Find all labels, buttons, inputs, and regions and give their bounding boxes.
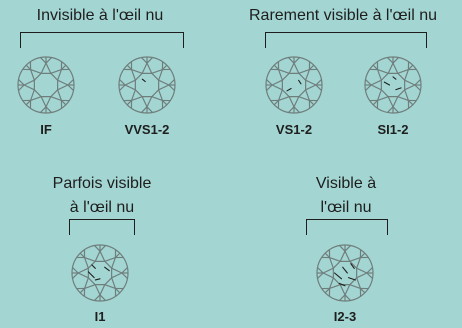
group-title-line: à l'œil nu [69,199,135,216]
inclusion-mark [350,263,355,269]
inclusion-mark [392,76,397,80]
diamond-icon-si [364,56,422,114]
group-title-line: Rarement visible à l'œil nu [248,7,437,24]
group-bracket [265,32,427,48]
inclusion-mark [141,78,146,83]
inclusion-mark [342,266,348,274]
grade-label-if: IF [40,122,52,137]
group-bracket [20,32,184,48]
inclusion-mark [94,278,101,281]
inclusion-mark [286,87,292,92]
grade-label-i1: I1 [94,309,106,324]
group-title-visible: Visible à l'œil nu [246,174,446,218]
group-title-line: Visible à [315,175,377,192]
inclusion-mark [87,271,95,279]
inclusion-mark [383,81,391,86]
grade-label-vvs: VVS1-2 [124,122,170,137]
inclusion-mark [91,264,96,269]
group-title-line: Parfois visible [52,175,152,192]
group-title-invisible: Invisible à l'œil nu [0,6,200,26]
diamond-icon-vs [265,56,323,114]
inclusion-mark [334,272,343,280]
group-title-line: l'œil nu [320,199,372,216]
grade-label-si: SI1-2 [377,122,409,137]
inclusion-mark [347,277,356,281]
group-title-rarement: Rarement visible à l'œil nu [224,6,462,26]
group-title-line: Invisible à l'œil nu [36,7,164,24]
diamond-icon-vvs [118,56,176,114]
grade-label-i23: I2-3 [333,309,357,324]
diamond-icon-i1 [71,244,129,302]
group-bracket [306,219,388,235]
inclusion-mark [338,282,346,287]
diamond-icon-if [17,56,75,114]
diamond-icon-i23 [316,244,374,302]
group-bracket [69,219,135,235]
inclusion-mark [104,266,110,272]
grade-label-vs: VS1-2 [275,122,313,137]
inclusion-mark [298,79,302,85]
inclusion-mark [395,87,402,91]
group-title-parfois: Parfois visible à l'œil nu [0,174,204,218]
